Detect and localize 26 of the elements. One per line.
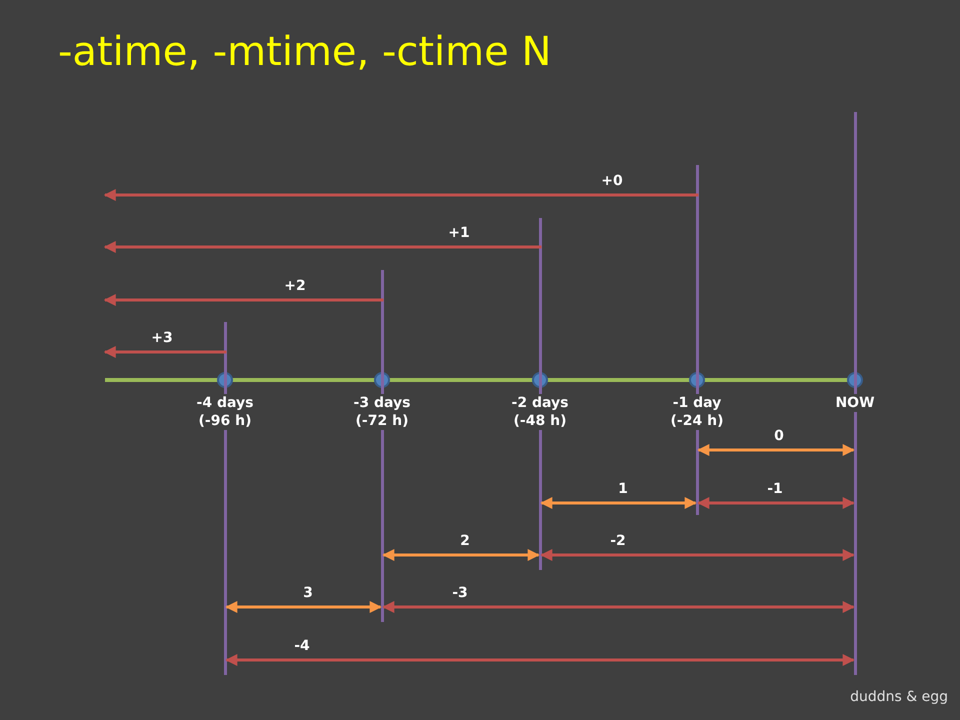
edge-label: +2 — [284, 277, 306, 295]
arrow — [697, 444, 855, 456]
arrow — [225, 654, 855, 666]
edge-label: +3 — [151, 329, 173, 347]
arrow — [540, 497, 697, 509]
arrow — [104, 241, 542, 253]
arrow — [382, 549, 540, 561]
arrow — [540, 549, 855, 561]
edge-label: 3 — [303, 584, 313, 602]
edge-label: -3 — [452, 584, 468, 602]
edge-label: 0 — [774, 427, 784, 445]
edge-label: 1 — [618, 480, 628, 498]
credit-text: duddns & egg — [850, 688, 948, 707]
edge-label: +0 — [601, 172, 623, 190]
edge-label: +1 — [448, 224, 470, 242]
arrow — [382, 601, 855, 613]
edge-label: -2 — [610, 532, 626, 550]
arrow — [697, 497, 855, 509]
arrow — [225, 601, 382, 613]
arrow — [104, 189, 698, 201]
edge-label: 2 — [460, 532, 470, 550]
arrow — [104, 294, 384, 306]
edge-label: -4 — [294, 637, 310, 655]
arrow — [104, 346, 226, 358]
edge-label: -1 — [767, 480, 783, 498]
title: -atime, -mtime, -ctime N — [58, 28, 552, 76]
